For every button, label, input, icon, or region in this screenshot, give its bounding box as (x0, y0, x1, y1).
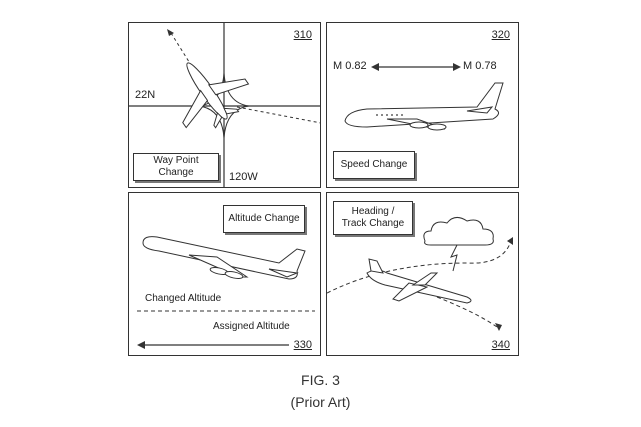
panel-heading-change: 340 Heading / Track Change (326, 192, 519, 356)
altitude-change-label: Altitude Change (223, 205, 305, 233)
waypoint-change-label: Way Point Change (133, 153, 219, 181)
panel-ref-number: 310 (293, 29, 312, 41)
figure-title: FIG. 3 (301, 372, 340, 388)
panel-ref-number: 320 (491, 29, 510, 41)
mach-to-label: M 0.78 (463, 60, 497, 72)
altitude-drawing (137, 236, 315, 349)
speed-change-label: Speed Change (333, 151, 415, 179)
changed-altitude-label: Changed Altitude (145, 293, 222, 304)
waypoint-drawing (129, 23, 320, 187)
panel-speed-change: 320 M 0.82 M 0.78 Speed Change (326, 22, 519, 188)
panel-altitude-change: 330 Altitude Change Changed Altitude Ass… (128, 192, 321, 356)
mach-from-label: M 0.82 (333, 60, 367, 72)
heading-change-label: Heading / Track Change (333, 201, 413, 235)
longitude-label: 120W (229, 171, 258, 183)
panel-ref-number: 340 (491, 339, 510, 351)
panel-ref-number: 330 (293, 339, 312, 351)
panel-waypoint-change: 310 22N 120W Way Point Change (128, 22, 321, 188)
heading-drawing (327, 217, 513, 331)
speed-drawing (344, 63, 504, 131)
assigned-altitude-label: Assigned Altitude (213, 321, 290, 332)
latitude-label: 22N (135, 89, 156, 101)
figure-subtitle: (Prior Art) (290, 394, 351, 410)
